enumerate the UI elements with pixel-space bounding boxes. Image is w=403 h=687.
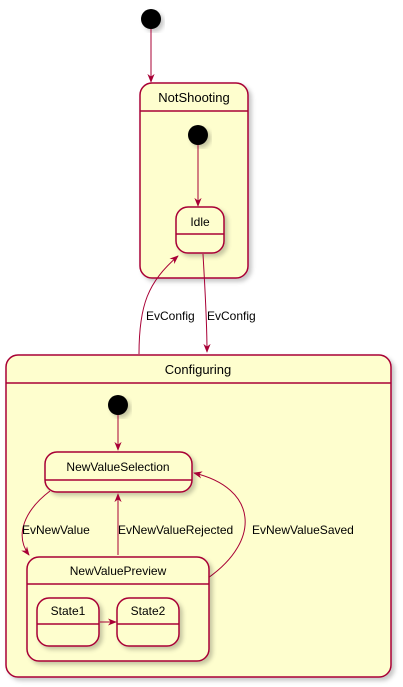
state-configuring-label: Configuring: [165, 362, 232, 377]
state-state2-label: State2: [131, 604, 166, 618]
transition-label-evnewvaluesaved: EvNewValueSaved: [252, 523, 354, 537]
initial-node-configuring: [108, 395, 128, 415]
initial-node-notshooting: [188, 125, 208, 145]
transition-label-evconfig-down: EvConfig: [207, 309, 256, 323]
state-newvalueselection-label: NewValueSelection: [66, 460, 169, 474]
transition-label-evnewvaluerejected: EvNewValueRejected: [118, 523, 233, 537]
transition-preview-to-selection-saved: [193, 471, 246, 579]
state-newvaluepreview-label: NewValuePreview: [70, 564, 167, 578]
state-newvalueselection[interactable]: NewValueSelection: [44, 451, 193, 493]
transition-configuring-to-idle: [138, 255, 179, 355]
state-state1[interactable]: State1: [36, 597, 100, 647]
transition-selection-to-preview: [21, 490, 51, 556]
state-state1-label: State1: [51, 604, 86, 618]
state-idle[interactable]: Idle: [175, 206, 225, 254]
initial-node-top: [141, 9, 161, 29]
state-notshooting-label: NotShooting: [158, 90, 230, 105]
transition-idle-to-configuring: [202, 253, 211, 353]
state-state2[interactable]: State2: [116, 597, 180, 647]
transition-label-evconfig-up: EvConfig: [146, 309, 195, 323]
transition-label-evnewvalue: EvNewValue: [22, 523, 90, 537]
state-idle-label: Idle: [190, 215, 210, 229]
